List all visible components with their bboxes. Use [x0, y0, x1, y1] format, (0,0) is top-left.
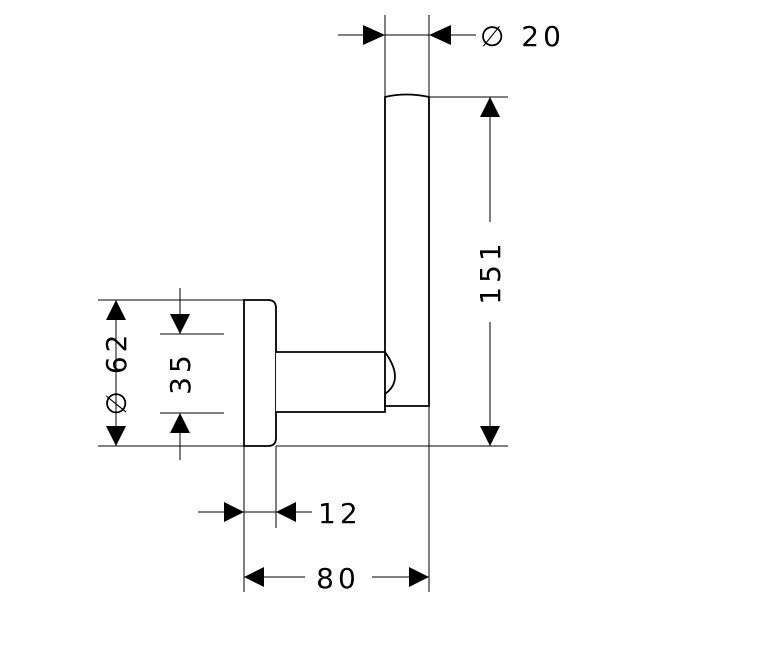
- arrowheads: [106, 25, 500, 587]
- horizontal-arm: [276, 351, 386, 413]
- rosette-depth-label: 12: [318, 497, 362, 530]
- extension-lines: [98, 15, 508, 592]
- total-depth-label: 80: [316, 562, 360, 595]
- vertical-post: [384, 93, 430, 407]
- top-diameter-label: ∅ 20: [480, 20, 565, 53]
- height-label: 151: [474, 239, 507, 304]
- wall-rosette: [243, 299, 277, 447]
- rosette-diameter-label: ∅ 62: [100, 331, 133, 416]
- inner-height-label: 35: [164, 351, 197, 395]
- holder-outline: [243, 93, 430, 447]
